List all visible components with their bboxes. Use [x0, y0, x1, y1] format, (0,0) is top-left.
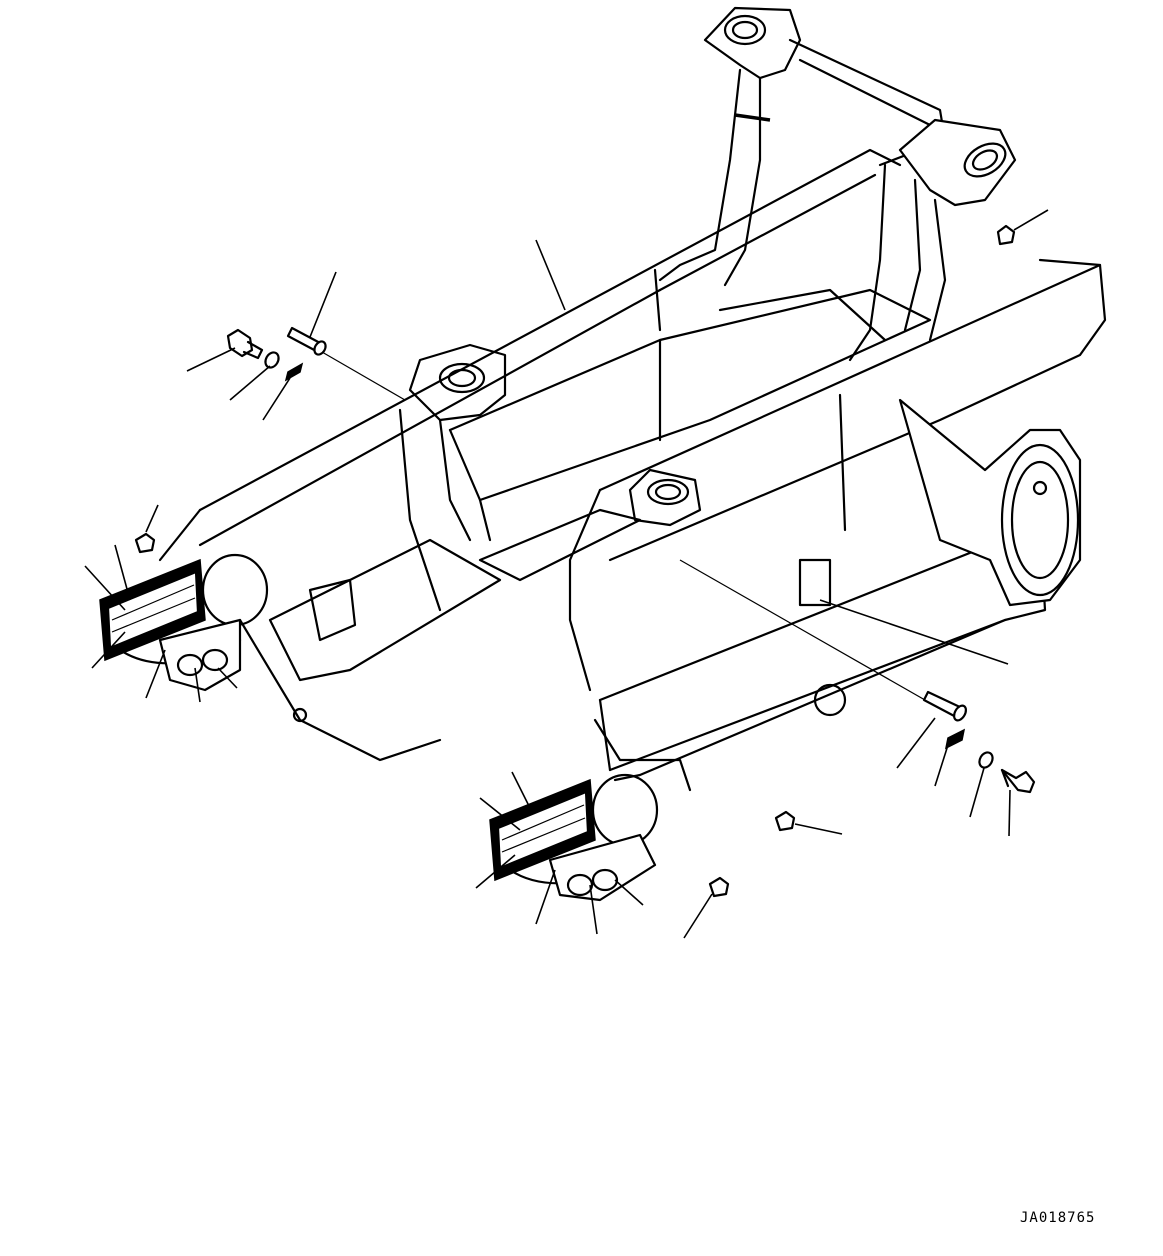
rear-frame [658, 6, 1017, 362]
left-hardware-group [186, 271, 406, 421]
drawing-number: JA018765 [1020, 1210, 1096, 1226]
right-front-track-end [489, 718, 692, 902]
right-side-frame [568, 258, 1107, 782]
center-deck [268, 288, 932, 682]
left-side-frame [158, 148, 902, 612]
leader-lines [84, 239, 1009, 935]
caps [134, 209, 1049, 939]
right-hardware-group [679, 559, 1036, 837]
left-front-track-end [99, 553, 442, 762]
